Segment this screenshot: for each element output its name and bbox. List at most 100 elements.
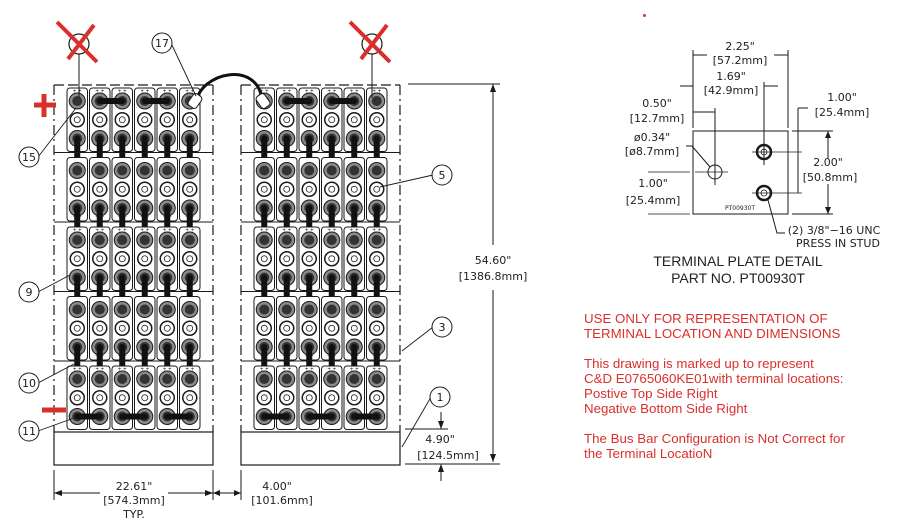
callout-balloon: 10 bbox=[18, 363, 75, 394]
gap-dim-mm: [101.6mm] bbox=[251, 494, 313, 507]
battery-cell: + + bbox=[366, 365, 388, 430]
terminal-post-center bbox=[326, 374, 337, 384]
polarity-mark: + + bbox=[73, 367, 82, 373]
vent-cap-inner bbox=[305, 255, 313, 263]
vent-cap-inner bbox=[141, 116, 149, 124]
vent-cap-inner bbox=[163, 324, 171, 332]
battery-cell: + + bbox=[366, 87, 388, 174]
polarity-mark: + + bbox=[140, 228, 149, 234]
battery-cell: + + bbox=[253, 365, 275, 430]
vent-cap-inner bbox=[96, 394, 104, 402]
vent-cap-inner bbox=[118, 394, 126, 402]
vent-cap bbox=[114, 251, 130, 267]
vent-cap bbox=[301, 390, 317, 406]
vent-cap-inner bbox=[96, 324, 104, 332]
polarity-mark: + + bbox=[95, 228, 104, 234]
polarity-mark: + + bbox=[140, 89, 149, 95]
polarity-mark: + + bbox=[163, 228, 172, 234]
terminal-post-center bbox=[304, 165, 315, 176]
vent-cap bbox=[159, 390, 175, 406]
vent-cap bbox=[114, 112, 130, 128]
terminal-plate-right bbox=[348, 20, 392, 98]
stud-note-line2: PRESS IN STUD bbox=[796, 237, 880, 250]
vent-cap-inner bbox=[96, 255, 104, 263]
vent-cap-inner bbox=[283, 324, 291, 332]
polarity-mark: + + bbox=[185, 89, 194, 95]
vent-cap bbox=[279, 112, 295, 128]
vent-cap bbox=[324, 390, 340, 406]
vent-cap bbox=[159, 181, 175, 197]
battery-cell: + + bbox=[321, 157, 343, 243]
polarity-mark: + + bbox=[372, 367, 381, 373]
vent-cap-inner bbox=[186, 185, 194, 193]
polarity-mark: + + bbox=[260, 228, 269, 234]
callout-leader bbox=[37, 107, 77, 158]
battery-cell: + + bbox=[111, 296, 133, 382]
vent-cap bbox=[256, 390, 272, 406]
battery-cell: + + bbox=[111, 365, 133, 430]
hole-height-in: 1.00" bbox=[638, 177, 668, 190]
base-dim-mm: [124.5mm] bbox=[417, 449, 479, 462]
callout-circle bbox=[429, 386, 451, 408]
battery-cell: + + bbox=[111, 226, 133, 313]
vent-cap bbox=[324, 181, 340, 197]
callout-circle bbox=[431, 316, 453, 338]
battery-cell: + + bbox=[276, 365, 298, 430]
vent-cap-inner bbox=[186, 116, 194, 124]
callout-leader bbox=[37, 363, 75, 384]
battery-cell: + + bbox=[321, 87, 343, 174]
polarity-mark: + + bbox=[305, 367, 314, 373]
rack-layer: + ++ ++ ++ ++ ++ ++ ++ ++ ++ ++ ++ ++ ++… bbox=[18, 20, 453, 466]
vent-cap-inner bbox=[305, 394, 313, 402]
callout-balloon: 17 bbox=[151, 32, 197, 97]
callout-number: 11 bbox=[22, 425, 36, 438]
terminal-plate-left bbox=[55, 20, 99, 98]
vent-cap-inner bbox=[186, 255, 194, 263]
terminal-post-center bbox=[162, 235, 173, 245]
vent-cap-inner bbox=[350, 324, 358, 332]
vent-cap bbox=[346, 320, 362, 336]
battery-cell: + + bbox=[66, 87, 88, 174]
vent-cap-inner bbox=[141, 255, 149, 263]
vent-cap bbox=[279, 251, 295, 267]
callout-leader bbox=[401, 326, 434, 352]
vent-cap bbox=[114, 390, 130, 406]
plate-title: TERMINAL PLATE DETAIL bbox=[653, 253, 823, 269]
vent-cap-inner bbox=[373, 324, 381, 332]
terminal-post-center bbox=[117, 304, 128, 315]
callout-number: 1 bbox=[437, 391, 444, 404]
terminal-post-center bbox=[371, 304, 382, 315]
vent-cap bbox=[324, 112, 340, 128]
polarity-mark: + + bbox=[327, 89, 336, 95]
terminal-post-center bbox=[162, 374, 173, 384]
battery-cell: + + bbox=[321, 226, 343, 313]
polarity-mark: + + bbox=[327, 367, 336, 373]
red-x-icon bbox=[66, 23, 96, 61]
note-markup-line: Negative Bottom Side Right bbox=[584, 401, 748, 416]
polarity-mark: + + bbox=[163, 89, 172, 95]
battery-cell: + + bbox=[156, 226, 178, 313]
vent-cap bbox=[346, 251, 362, 267]
polarity-mark: + + bbox=[140, 367, 149, 373]
width-dim-mm: [574.3mm] bbox=[103, 494, 165, 507]
rack-base bbox=[240, 431, 401, 466]
vent-cap-inner bbox=[73, 185, 81, 193]
vent-cap-inner bbox=[186, 394, 194, 402]
terminal-post-center bbox=[117, 374, 128, 384]
callout-leader bbox=[170, 42, 197, 97]
vent-cap bbox=[69, 251, 85, 267]
terminal-post-center bbox=[94, 374, 105, 384]
red-x-icon bbox=[359, 23, 389, 61]
battery-cell: + + bbox=[156, 157, 178, 243]
plate-height-in: 2.00" bbox=[813, 156, 843, 169]
rack-base bbox=[53, 431, 214, 466]
vent-cap-inner bbox=[96, 116, 104, 124]
polarity-mark: + + bbox=[163, 367, 172, 373]
note-markup: This drawing is marked up to represent C… bbox=[584, 356, 914, 416]
battery-cell: + + bbox=[156, 296, 178, 382]
terminal-post-center bbox=[184, 165, 195, 176]
vent-cap bbox=[137, 112, 153, 128]
terminal-post-center bbox=[139, 304, 150, 315]
callout-circle bbox=[18, 372, 40, 394]
